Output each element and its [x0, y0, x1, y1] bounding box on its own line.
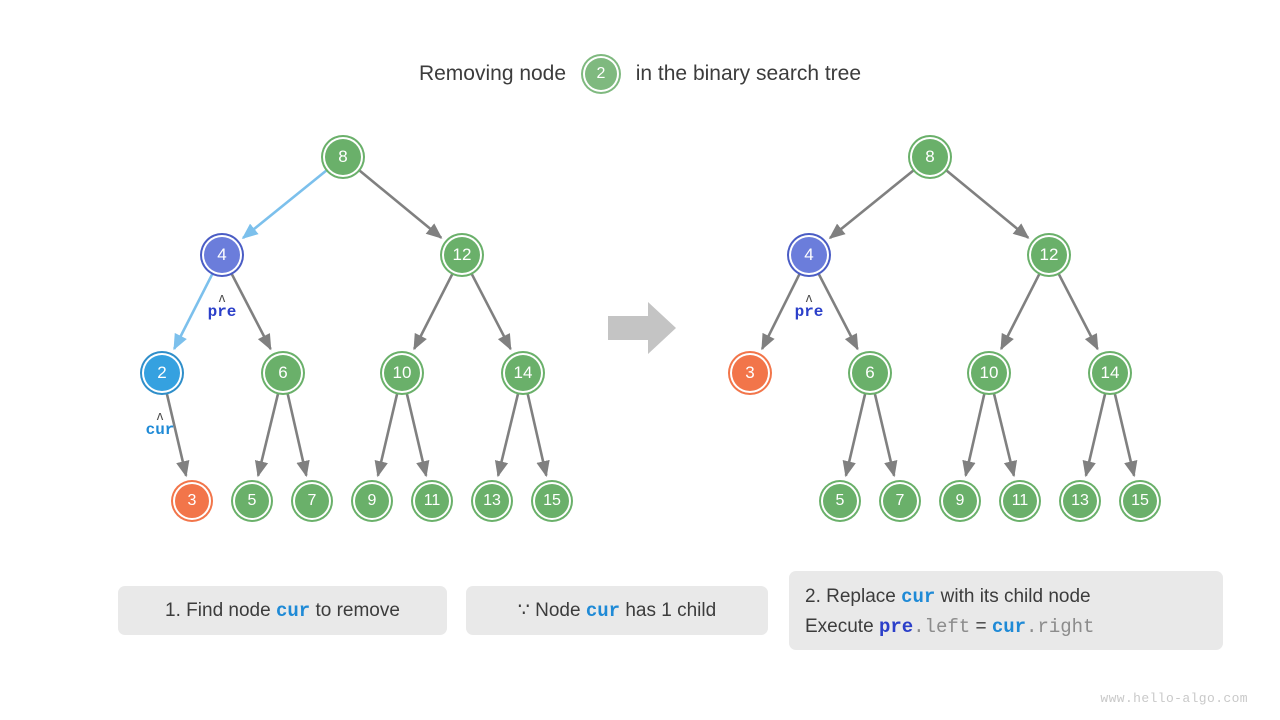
tree-node-11: 11: [1001, 482, 1039, 520]
tree-edge: [405, 393, 430, 478]
caption-segment: 1. Find node: [165, 600, 276, 621]
tree-edge: [494, 393, 520, 478]
caret-icon: ʌ: [805, 290, 813, 305]
title-node-badge: 2: [582, 56, 619, 92]
tree-edge: [241, 169, 328, 240]
tree-edge: [945, 169, 1030, 239]
caption-step-2-line-1: 2. Replace cur with its child node: [805, 582, 1223, 612]
tree-node-9: 9: [941, 482, 979, 520]
tree-edge: [962, 393, 986, 478]
tree-edge: [413, 273, 454, 351]
tree-node-5: 5: [233, 482, 271, 520]
tree-node-10: 10: [969, 353, 1009, 393]
caption-segment: to remove: [310, 600, 400, 621]
title-suffix: in the binary search tree: [635, 62, 862, 85]
pointer-label-text: pre: [207, 303, 237, 321]
caption-segment: pre: [878, 616, 914, 638]
tree-node-8: 8: [910, 137, 950, 177]
title-prefix: Removing node: [418, 62, 567, 85]
tree-node-3: 3: [730, 353, 770, 393]
tree-edge: [254, 393, 280, 478]
tree-node-8: 8: [323, 137, 363, 177]
pointer-label-text: cur: [145, 421, 175, 439]
tree-edge: [286, 393, 310, 478]
caption-step-2-line-2: Execute pre.left = cur.right: [805, 612, 1223, 642]
tree-edge: [873, 393, 898, 478]
tree-edge: [374, 393, 399, 478]
caption-step-2: 2. Replace cur with its child node Execu…: [789, 571, 1223, 650]
tree-edge: [1082, 393, 1107, 478]
tree-node-11: 11: [413, 482, 451, 520]
caption-segment: with its child node: [935, 586, 1091, 607]
tree-edge: [842, 393, 867, 478]
tree-node-15: 15: [533, 482, 571, 520]
caption-segment: ∵ Node: [517, 600, 586, 621]
tree-node-14: 14: [1090, 353, 1130, 393]
right-arrow-icon: [608, 302, 676, 354]
caption-segment: cur: [901, 586, 936, 608]
tree-edge: [358, 169, 443, 239]
tree-node-13: 13: [1061, 482, 1099, 520]
caption-segment: .right: [1026, 616, 1095, 638]
tree-node-4: 4: [202, 235, 242, 275]
tree-node-7: 7: [293, 482, 331, 520]
tree-node-3: 3: [173, 482, 211, 520]
caption-segment: cur: [585, 600, 621, 622]
tree-edge: [1113, 393, 1138, 478]
pointer-label-text: pre: [794, 303, 824, 321]
caption-segment: =: [970, 616, 992, 637]
caption-segment: cur: [275, 600, 311, 622]
tree-node-6: 6: [850, 353, 890, 393]
tree-edge: [526, 393, 550, 478]
tree-edge: [470, 273, 512, 351]
tree-node-5: 5: [821, 482, 859, 520]
tree-node-12: 12: [442, 235, 482, 275]
tree-node-15: 15: [1121, 482, 1159, 520]
caption-segment: has 1 child: [620, 600, 717, 621]
tree-node-14: 14: [503, 353, 543, 393]
tree-edge: [1057, 273, 1099, 351]
tree-node-13: 13: [473, 482, 511, 520]
tree-node-7: 7: [881, 482, 919, 520]
tree-edge: [992, 393, 1018, 478]
tree-node-9: 9: [353, 482, 391, 520]
caption-reason: ∵ Node cur has 1 child: [466, 586, 768, 635]
caption-step-1: 1. Find node cur to remove: [118, 586, 447, 635]
tree-node-10: 10: [382, 353, 422, 393]
edges-tree-after: [760, 169, 1138, 478]
tree-node-2: 2: [142, 353, 182, 393]
tree-edge: [1000, 273, 1041, 351]
tree-node-6: 6: [263, 353, 303, 393]
tree-edge: [828, 169, 915, 240]
caption-segment: cur: [991, 616, 1027, 638]
caption-segment: 2. Replace: [805, 586, 902, 607]
caret-icon: ʌ: [218, 290, 226, 305]
edges-tree-before: [165, 169, 550, 478]
caption-segment: Execute: [805, 616, 879, 637]
page-title: Removing node 2 in the binary search tre…: [0, 56, 1280, 92]
tree-node-12: 12: [1029, 235, 1069, 275]
caption-segment: .left: [913, 616, 971, 638]
tree-node-4: 4: [789, 235, 829, 275]
caret-icon: ʌ: [156, 408, 164, 423]
watermark: www.hello-algo.com: [1100, 691, 1248, 706]
